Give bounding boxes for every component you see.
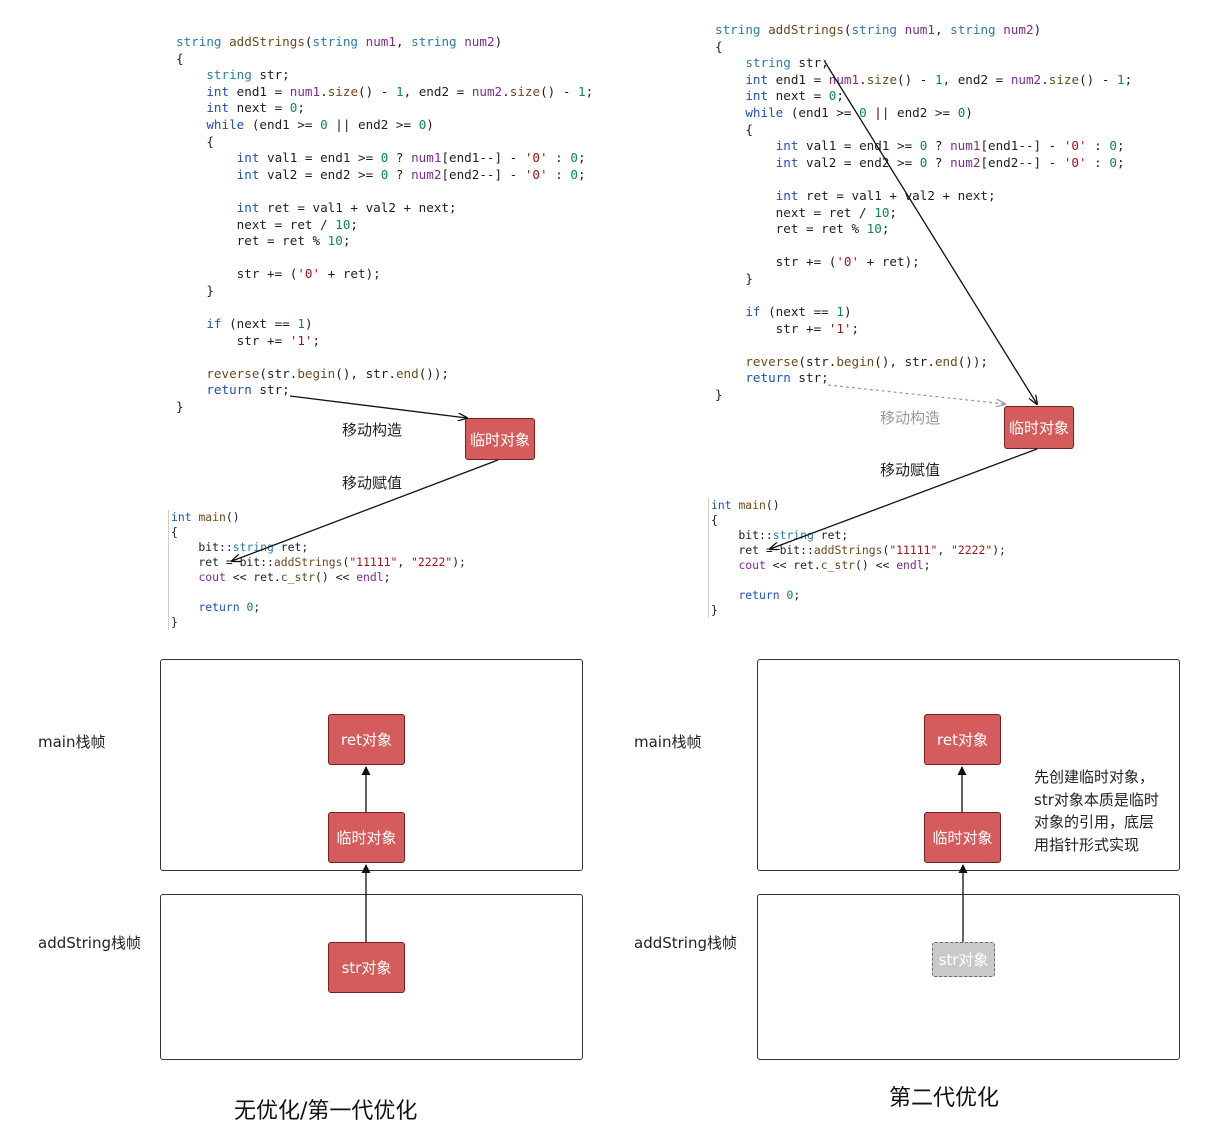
left-addstring-frame-label: addString栈帧 — [38, 934, 142, 952]
code-line: next = ret / 10; — [715, 204, 897, 220]
left-addstrings-code: string addStrings(string num1, string nu… — [176, 34, 593, 416]
code-line: if (next == 1) — [745, 304, 852, 320]
right-frame-temp-object-node: 临时对象 — [924, 812, 1001, 863]
code-line: int main() — [711, 498, 780, 512]
code-line: bit::string ret; — [711, 528, 849, 542]
code-line: str += ('0' + ret); — [715, 254, 920, 270]
code-line: string addStrings(string num1, string nu… — [715, 22, 1042, 37]
right-main-code: int main(){ bit::string ret; ret = bit::… — [708, 498, 1006, 618]
right-move-construct-label: 移动构造 — [880, 409, 941, 427]
code-line — [176, 183, 593, 200]
code-line — [176, 349, 593, 366]
code-line: int end1 = num1.size() - 1, end2 = num2.… — [745, 71, 1133, 87]
code-line — [715, 238, 1132, 255]
left-main-code: int main(){ bit::string ret; ret = bit::… — [168, 510, 466, 630]
code-line: next = ret / 10; — [176, 216, 358, 232]
right-addstrings-code: string addStrings(string num1, string nu… — [715, 22, 1132, 404]
code-line — [176, 250, 593, 267]
code-line — [715, 337, 1132, 354]
right-main-frame-label: main栈帧 — [634, 733, 702, 751]
code-line: } — [715, 270, 753, 286]
code-line: cout << ret.c_str() << endl; — [198, 570, 391, 584]
code-line: reverse(str.begin(), str.end()); — [206, 365, 450, 381]
code-line: return 0; — [198, 600, 261, 614]
code-line: } — [711, 603, 718, 617]
code-line: { — [176, 50, 184, 66]
code-line: str += ('0' + ret); — [176, 266, 381, 282]
left-temp-object-node: 临时对象 — [465, 418, 535, 460]
right-caption: 第二代优化 — [889, 1086, 1000, 1111]
code-line: reverse(str.begin(), str.end()); — [745, 353, 989, 369]
code-line: string addStrings(string num1, string nu… — [176, 34, 503, 49]
code-line: { — [715, 38, 723, 54]
left-move-assign-label: 移动赋值 — [342, 474, 403, 492]
code-line: string str; — [745, 55, 829, 71]
code-line: { — [171, 525, 178, 539]
code-line: int end1 = num1.size() - 1, end2 = num2.… — [206, 83, 594, 99]
right-main-stack-frame — [757, 659, 1180, 871]
code-line: { — [711, 513, 718, 527]
right-addstring-stack-frame — [757, 894, 1180, 1060]
code-line: } — [176, 282, 214, 298]
code-line — [711, 573, 1006, 588]
right-ret-object-node: ret对象 — [924, 714, 1001, 765]
code-line: while (end1 >= 0 || end2 >= 0) — [206, 116, 434, 132]
code-line — [715, 171, 1132, 188]
code-line — [171, 585, 466, 600]
code-line: int ret = val1 + val2 + next; — [236, 199, 457, 215]
code-line: } — [171, 615, 178, 629]
code-line: return 0; — [738, 588, 801, 602]
code-line: int next = 0; — [206, 100, 305, 116]
code-line: int val2 = end2 >= 0 ? num2[end2--] - '0… — [775, 154, 1125, 170]
right-addstring-frame-label: addString栈帧 — [634, 934, 738, 952]
code-line: string str; — [206, 67, 290, 83]
code-line: } — [176, 399, 184, 415]
code-line: int main() — [171, 510, 240, 524]
code-line — [715, 288, 1132, 305]
code-line: ret = bit::addStrings("11111", "2222"); — [171, 555, 466, 569]
right-move-assign-label: 移动赋值 — [880, 461, 941, 479]
right-str-object-node-ghost: str对象 — [932, 942, 995, 977]
right-temp-object-node: 临时对象 — [1004, 406, 1074, 449]
code-line: ret = ret % 10; — [176, 233, 351, 249]
code-line: bit::string ret; — [171, 540, 309, 554]
left-caption: 无优化/第一代优化 — [234, 1099, 418, 1124]
code-line: str += '1'; — [176, 332, 321, 348]
code-line: return str; — [206, 382, 290, 398]
code-line: } — [715, 387, 723, 403]
code-line: str += '1'; — [715, 320, 860, 336]
code-line: cout << ret.c_str() << endl; — [738, 558, 931, 572]
code-line: int next = 0; — [745, 88, 844, 104]
code-line: int val1 = end1 >= 0 ? num1[end1--] - '0… — [775, 138, 1125, 154]
left-ret-object-node: ret对象 — [328, 714, 405, 765]
code-line: { — [176, 133, 214, 149]
left-str-object-node: str对象 — [328, 942, 405, 993]
code-line: { — [715, 121, 753, 137]
code-line: return str; — [745, 370, 829, 386]
code-line: int val1 = end1 >= 0 ? num1[end1--] - '0… — [236, 150, 586, 166]
left-move-construct-label: 移动构造 — [342, 421, 403, 439]
code-line: ret = ret % 10; — [715, 221, 890, 237]
right-explanation-note: 先创建临时对象，str对象本质是临时对象的引用，底层用指针形式实现 — [1034, 768, 1159, 854]
code-line: int ret = val1 + val2 + next; — [775, 187, 996, 203]
code-line — [176, 300, 593, 317]
code-line: if (next == 1) — [206, 316, 313, 332]
left-frame-temp-object-node: 临时对象 — [328, 812, 405, 863]
left-main-frame-label: main栈帧 — [38, 733, 106, 751]
code-line: int val2 = end2 >= 0 ? num2[end2--] - '0… — [236, 166, 586, 182]
code-line: ret = bit::addStrings("11111", "2222"); — [711, 543, 1006, 557]
code-line: while (end1 >= 0 || end2 >= 0) — [745, 104, 973, 120]
